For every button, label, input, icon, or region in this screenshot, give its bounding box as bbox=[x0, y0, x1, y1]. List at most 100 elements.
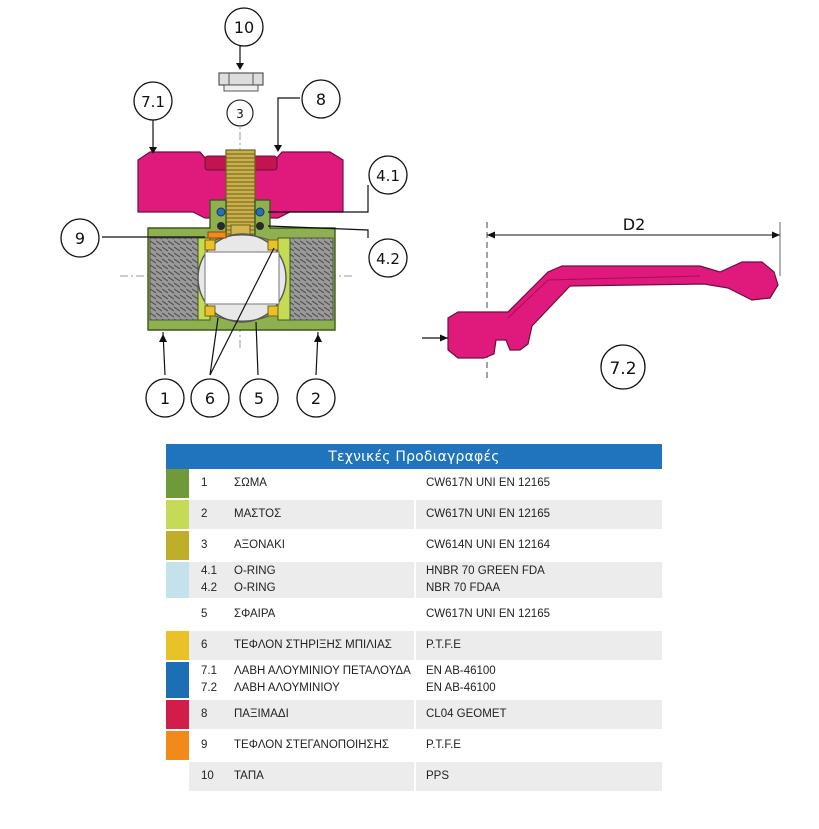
part-name-cell-text: ΣΩΜΑ bbox=[234, 477, 267, 489]
color-swatch bbox=[166, 631, 189, 662]
part-number-cell-text: 3 bbox=[201, 539, 208, 551]
cap-part bbox=[218, 72, 264, 92]
material-cell-text: EN AB-46100 bbox=[426, 665, 496, 677]
svg-text:3: 3 bbox=[236, 107, 244, 121]
part-name-cell: O-RING O-RING bbox=[219, 562, 414, 600]
color-swatch bbox=[166, 762, 189, 793]
part-name-cell-text: ΑΞΟΝΑΚΙ bbox=[234, 539, 285, 551]
callout-10: 10 bbox=[224, 7, 264, 47]
callout-2: 2 bbox=[296, 378, 336, 418]
part-number-cell-text: 6 bbox=[201, 639, 208, 651]
svg-text:2: 2 bbox=[311, 389, 321, 408]
callout-1: 1 bbox=[145, 378, 185, 418]
material-cell: HNBR 70 GREEN FDA NBR 70 FDAA bbox=[416, 562, 662, 600]
part-name-cell-text: ΠΑΞΙΜΑΔΙ bbox=[234, 708, 289, 720]
material-cell-text: P.T.F.E bbox=[426, 639, 461, 651]
part-number-cell-text: 9 bbox=[201, 739, 208, 751]
svg-text:1: 1 bbox=[160, 389, 170, 408]
part-name-cell-text: O-RING bbox=[234, 565, 276, 577]
ptfe-seat-part bbox=[204, 239, 279, 317]
part-name-cell: ΑΞΟΝΑΚΙ bbox=[219, 531, 414, 562]
ptfe-seal-part bbox=[207, 231, 227, 239]
part-number-cell-text: 7.1 bbox=[201, 665, 217, 677]
part-name-cell-text: ΤΕΦΛΟΝ ΣΤΗΡΙΞΗΣ ΜΠΙΛΙΑΣ bbox=[234, 639, 392, 651]
material-cell-text: PPS bbox=[426, 770, 450, 782]
part-number-cell: 9 bbox=[189, 731, 219, 762]
svg-text:7.2: 7.2 bbox=[609, 359, 636, 379]
part-number-cell-text: 2 bbox=[201, 508, 208, 520]
svg-text:10: 10 bbox=[234, 18, 254, 37]
table-row: 6 ΤΕΦΛΟΝ ΣΤΗΡΙΞΗΣ ΜΠΙΛΙΑΣ P.T.F.E bbox=[166, 631, 662, 662]
part-name-cell: ΤΑΠΑ bbox=[219, 762, 414, 793]
part-name-cell: ΛΑΒΗ ΑΛΟΥΜΙΝΙΟΥ ΠΕΤΑΛΟΥΔΑ ΛΑΒΗ ΑΛΟΥΜΙΝΙΟΥ bbox=[219, 662, 414, 700]
stem-part bbox=[225, 149, 256, 246]
part-name-cell-text: ΣΦΑΙΡΑ bbox=[234, 608, 276, 620]
table-title: Τεχνικές Προδιαγραφές bbox=[166, 444, 662, 469]
table-row: 10 ΤΑΠΑ PPS bbox=[166, 762, 662, 793]
color-swatch bbox=[166, 531, 189, 562]
callout-7-2: 7.2 bbox=[600, 344, 646, 390]
part-name-cell: ΣΦΑΙΡΑ bbox=[219, 600, 414, 631]
part-name-cell-text: ΛΑΒΗ ΑΛΟΥΜΙΝΙΟΥ ΠΕΤΑΛΟΥΔΑ bbox=[234, 665, 411, 677]
material-cell-text: CW617N UNI EN 12165 bbox=[426, 608, 550, 620]
part-number-cell-text: 5 bbox=[201, 608, 208, 620]
table-row: 5 ΣΦΑΙΡΑ CW617N UNI EN 12165 bbox=[166, 600, 662, 631]
material-cell: CL04 GEOMET bbox=[416, 700, 662, 731]
callout-5: 5 bbox=[239, 378, 279, 418]
part-number-cell-text: 4.1 bbox=[201, 565, 217, 577]
technical-specifications-table: Τεχνικές Προδιαγραφές 1 ΣΩΜΑ CW617N UNI EN… bbox=[166, 444, 662, 793]
color-swatch bbox=[166, 700, 189, 731]
material-cell: CW617N UNI EN 12165 bbox=[416, 469, 662, 500]
part-number-cell: 1 bbox=[189, 469, 219, 500]
material-cell-text: CW617N UNI EN 12165 bbox=[426, 508, 550, 520]
material-cell-text: EN AB-46100 bbox=[426, 682, 496, 694]
o-ring-part bbox=[216, 207, 265, 230]
color-swatch bbox=[166, 731, 189, 762]
part-number-cell-text: 10 bbox=[201, 770, 214, 782]
callout-6: 6 bbox=[190, 378, 230, 418]
svg-text:4.1: 4.1 bbox=[376, 167, 400, 185]
valve-technical-drawing: 10 7.1 3 8 4.1 9 4.2 1 6 5 2 bbox=[60, 7, 781, 418]
table-row: 1 ΣΩΜΑ CW617N UNI EN 12165 bbox=[166, 469, 662, 500]
material-cell-text: CL04 GEOMET bbox=[426, 708, 507, 720]
svg-text:5: 5 bbox=[254, 389, 264, 408]
table-row: 3 ΑΞΟΝΑΚΙ CW614N UNI EN 12164 bbox=[166, 531, 662, 562]
material-cell: P.T.F.E bbox=[416, 731, 662, 762]
material-cell-text: CW617N UNI EN 12165 bbox=[426, 477, 550, 489]
color-swatch bbox=[166, 600, 189, 631]
part-name-cell-text: ΤΕΦΛΟΝ ΣΤΕΓΑΝΟΠΟΙΗΣΗΣ bbox=[234, 739, 390, 751]
color-swatch bbox=[166, 500, 189, 531]
part-name-cell-text: O-RING bbox=[234, 582, 276, 594]
part-number-cell: 6 bbox=[189, 631, 219, 662]
callout-7-1: 7.1 bbox=[133, 81, 173, 121]
part-name-cell: ΣΩΜΑ bbox=[219, 469, 414, 500]
material-cell-text: NBR 70 FDAA bbox=[426, 582, 501, 594]
part-number-cell-text: 4.2 bbox=[201, 582, 217, 594]
table-row: 9 ΤΕΦΛΟΝ ΣΤΕΓΑΝΟΠΟΙΗΣΗΣ P.T.F.E bbox=[166, 731, 662, 762]
color-swatch bbox=[166, 469, 189, 500]
material-cell: CW617N UNI EN 12165 bbox=[416, 500, 662, 531]
material-cell: PPS bbox=[416, 762, 662, 793]
dimension-d2-label: D2 bbox=[623, 215, 646, 234]
color-swatch bbox=[166, 662, 189, 700]
table-row: 2 ΜΑΣΤΟΣ CW617N UNI EN 12165 bbox=[166, 500, 662, 531]
svg-text:6: 6 bbox=[205, 389, 215, 408]
ball-part bbox=[197, 233, 287, 323]
part-number-cell-text: 8 bbox=[201, 708, 208, 720]
callout-3: 3 bbox=[226, 99, 254, 127]
callout-9: 9 bbox=[60, 218, 100, 258]
svg-text:8: 8 bbox=[316, 90, 326, 109]
material-cell-text: CW614N UNI EN 12164 bbox=[426, 539, 550, 551]
part-number-cell-text: 7.2 bbox=[201, 682, 217, 694]
part-name-cell: ΜΑΣΤΟΣ bbox=[219, 500, 414, 531]
part-number-cell-text: 1 bbox=[201, 477, 208, 489]
material-cell-text: P.T.F.E bbox=[426, 739, 461, 751]
part-name-cell: ΤΕΦΛΟΝ ΣΤΗΡΙΞΗΣ ΜΠΙΛΙΑΣ bbox=[219, 631, 414, 662]
material-cell-text: HNBR 70 GREEN FDA bbox=[426, 565, 545, 577]
part-number-cell: 10 bbox=[189, 762, 219, 793]
part-name-cell-text: ΛΑΒΗ ΑΛΟΥΜΙΝΙΟΥ bbox=[234, 682, 340, 694]
color-swatch bbox=[166, 562, 189, 600]
